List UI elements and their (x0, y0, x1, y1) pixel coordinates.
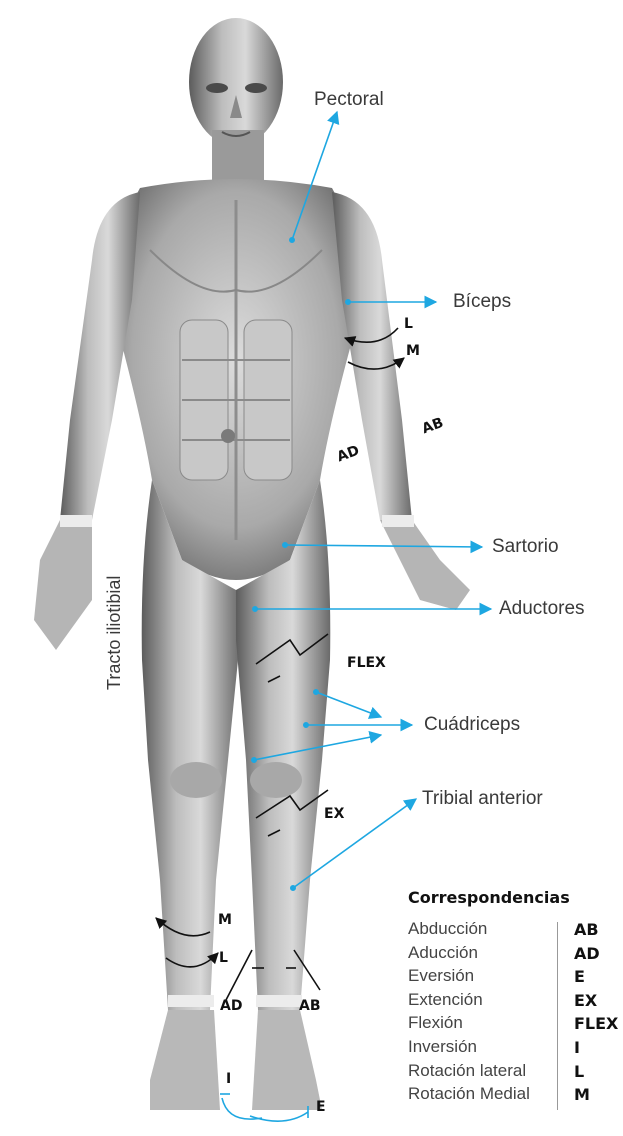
legend-name: Extención (408, 990, 483, 1010)
dot-biceps (346, 300, 350, 304)
legend-row: Rotación Medial M (408, 1084, 620, 1108)
legend-abbr: L (574, 1062, 584, 1081)
mark-leg-l: L (219, 950, 228, 966)
legend-name: Rotación Medial (408, 1084, 530, 1104)
mark-leg-ab: AB (299, 998, 321, 1014)
legend-name: Abducción (408, 919, 487, 939)
legend-abbr: AB (574, 920, 599, 939)
mark-flex: FLEX (347, 655, 386, 671)
legend-abbr: I (574, 1038, 580, 1057)
legend-row: Extención EX (408, 990, 620, 1014)
label-tribial-anterior: Tribial anterior (422, 788, 543, 810)
mark-foot-i: I (226, 1071, 231, 1087)
legend-abbr: M (574, 1085, 590, 1104)
label-sartorio: Sartorio (492, 536, 559, 558)
head (189, 18, 283, 180)
dot-sartorio (283, 543, 287, 547)
legend-name: Inversión (408, 1037, 477, 1057)
legend-abbr: EX (574, 991, 597, 1010)
legend-row: Rotación lateral L (408, 1061, 620, 1085)
mark-arm-l: L (404, 316, 413, 332)
legend-row: Abducción AB (408, 919, 620, 943)
legend-name: Rotación lateral (408, 1061, 526, 1081)
dot-cuadriceps-1 (314, 690, 318, 694)
label-biceps: Bíceps (453, 291, 511, 313)
legend-row: Eversión E (408, 966, 620, 990)
label-cuadriceps: Cuádriceps (424, 714, 520, 736)
legend-abbr: AD (574, 944, 600, 963)
mark-ex: EX (324, 806, 344, 822)
arrow-foot-e (250, 1112, 308, 1121)
mark-foot-e: E (316, 1099, 326, 1115)
legend-row: Flexión FLEX (408, 1013, 620, 1037)
legend-name: Flexión (408, 1013, 463, 1033)
mark-arm-m: M (406, 343, 420, 359)
dot-cuadriceps-3 (252, 758, 256, 762)
label-aductores: Aductores (499, 598, 585, 620)
mark-leg-ad: AD (220, 998, 242, 1014)
legend-row: Aducción AD (408, 943, 620, 967)
label-tracto-iliotibial: Tracto iliotibial (104, 576, 125, 690)
legend-name: Eversión (408, 966, 474, 986)
mark-leg-m: M (218, 912, 232, 928)
legend-abbr: FLEX (574, 1014, 618, 1033)
legend-name: Aducción (408, 943, 478, 963)
label-pectoral: Pectoral (314, 89, 384, 111)
dot-tribial (291, 886, 295, 890)
legend-title: Correspondencias (408, 888, 620, 907)
dot-cuadriceps-2 (304, 723, 308, 727)
dot-aductores (253, 607, 257, 611)
dot-pectoral (290, 238, 294, 242)
legend-row: Inversión I (408, 1037, 620, 1061)
legend-abbr: E (574, 967, 585, 986)
